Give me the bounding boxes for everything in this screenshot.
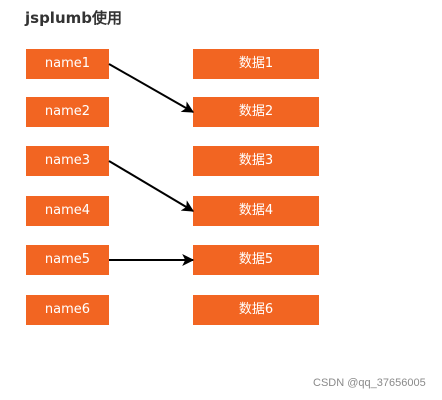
connector-1[interactable] xyxy=(108,63,195,113)
node-data1[interactable]: 数据1 xyxy=(193,49,319,79)
node-name6[interactable]: name6 xyxy=(26,295,109,325)
page-title: jsplumb使用 xyxy=(25,9,122,27)
node-name2[interactable]: name2 xyxy=(26,97,109,127)
node-data3[interactable]: 数据3 xyxy=(193,146,319,176)
node-name3[interactable]: name3 xyxy=(26,146,109,176)
node-name4[interactable]: name4 xyxy=(26,196,109,226)
node-data2[interactable]: 数据2 xyxy=(193,97,319,127)
node-name1[interactable]: name1 xyxy=(26,49,109,79)
node-data5[interactable]: 数据5 xyxy=(193,245,319,275)
node-data6[interactable]: 数据6 xyxy=(193,295,319,325)
node-data4[interactable]: 数据4 xyxy=(193,196,319,226)
connector-2[interactable] xyxy=(108,160,195,212)
watermark: CSDN @qq_37656005 xyxy=(313,377,426,389)
node-name5[interactable]: name5 xyxy=(26,245,109,275)
